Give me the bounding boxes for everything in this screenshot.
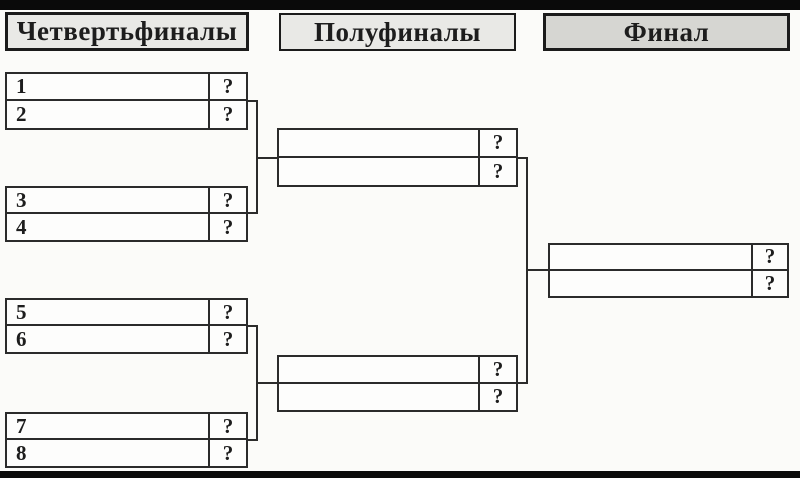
qf-match-3: 5 ? 6 ? <box>5 298 248 354</box>
result-cell: ? <box>208 414 246 438</box>
participant-label <box>550 271 751 297</box>
result-cell: ? <box>478 130 516 156</box>
participant-label <box>550 245 751 269</box>
participant-label: 8 <box>16 440 27 465</box>
qf-match-4: 7 ? 8 ? <box>5 412 248 468</box>
result-cell: ? <box>751 270 787 296</box>
result-cell: ? <box>208 214 246 240</box>
sf-slot-1: ? <box>279 130 516 158</box>
participant-label: 3 <box>16 187 27 212</box>
connector-sf-branch <box>526 269 549 271</box>
result-cell: ? <box>208 188 246 212</box>
qf-slot-7: 7 ? <box>7 414 246 440</box>
result-cell: ? <box>478 157 516 185</box>
participant-label <box>279 158 478 186</box>
result-cell: ? <box>478 357 516 382</box>
participant-label <box>279 130 478 156</box>
letterbox-top-bar <box>0 0 800 10</box>
qf-slot-3: 3 ? <box>7 188 246 214</box>
qf-match-2: 3 ? 4 ? <box>5 186 248 242</box>
result-cell: ? <box>208 300 246 324</box>
qf-slot-8: 8 ? <box>7 440 246 466</box>
qf-match-1: 1 ? 2 ? <box>5 72 248 130</box>
qf-slot-1: 1 ? <box>7 74 246 101</box>
final-slot-2: ? <box>550 270 787 297</box>
participant-label: 4 <box>16 214 27 239</box>
sf-slot-3: ? <box>279 357 516 384</box>
participant-label: 5 <box>16 299 27 324</box>
sf-slot-4: ? <box>279 383 516 411</box>
header-quarterfinals: Четвертьфиналы <box>5 12 249 51</box>
result-cell: ? <box>208 326 246 352</box>
sf-match-2: ? ? <box>277 355 518 412</box>
final-slot-1: ? <box>550 244 787 271</box>
result-cell: ? <box>208 74 246 99</box>
result-cell: ? <box>208 440 246 466</box>
sf-match-1: ? ? <box>277 128 518 187</box>
participant-label: 6 <box>16 326 27 351</box>
result-cell: ? <box>751 244 787 269</box>
participant-label <box>279 384 478 411</box>
connector-qf-bottom-branch <box>256 382 278 384</box>
final-match: ? ? <box>548 243 789 298</box>
qf-slot-2: 2 ? <box>7 101 246 128</box>
participant-label: 7 <box>16 413 27 438</box>
result-cell: ? <box>208 101 246 128</box>
participant-label: 2 <box>16 102 27 126</box>
sf-slot-2: ? <box>279 157 516 186</box>
connector-qf-top-branch <box>256 157 278 159</box>
qf-slot-5: 5 ? <box>7 300 246 326</box>
letterbox-bottom-bar <box>0 471 800 478</box>
header-final: Финал <box>543 13 790 51</box>
qf-slot-6: 6 ? <box>7 326 246 352</box>
qf-slot-4: 4 ? <box>7 214 246 240</box>
result-cell: ? <box>478 383 516 410</box>
participant-label <box>279 357 478 382</box>
header-semifinals: Полуфиналы <box>279 13 516 51</box>
participant-label: 1 <box>16 74 27 98</box>
